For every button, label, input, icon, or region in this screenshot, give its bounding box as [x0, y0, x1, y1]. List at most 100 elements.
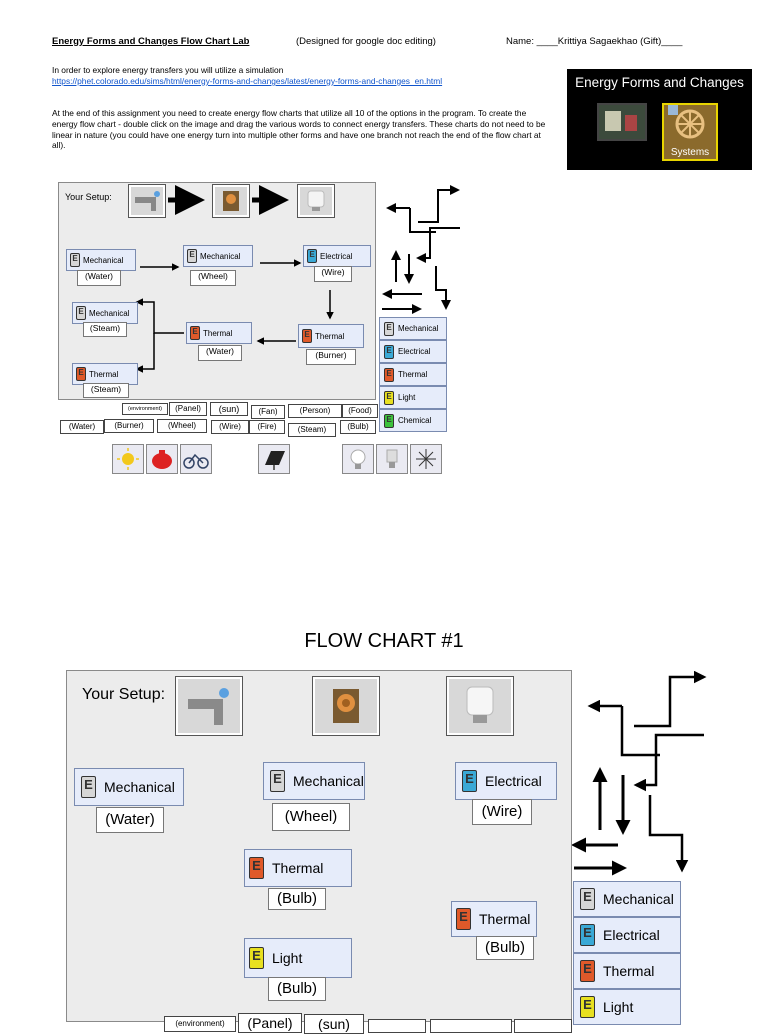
phet-link[interactable]: https://phet.colorado.edu/sims/html/ener… [52, 76, 443, 86]
template-node-mechanical-wheel[interactable]: E Mechanical [183, 245, 253, 267]
instructions-paragraph: At the end of this assignment you need t… [52, 108, 546, 151]
template-node-electrical-wire[interactable]: E Electrical [303, 245, 371, 267]
chip-panel[interactable]: (Panel) [169, 402, 207, 416]
flow1-node-light-bulb[interactable]: E Light [244, 938, 352, 978]
thermal-badge-icon: E [580, 960, 595, 982]
thermal-badge-icon: E [302, 329, 312, 343]
template-node-sub-steam[interactable]: (Steam) [83, 322, 127, 337]
light-badge-icon: E [580, 996, 595, 1018]
light-badge-icon: E [249, 947, 264, 969]
flow1-node-sub-water[interactable]: (Water) [96, 807, 164, 833]
mechanical-badge-icon: E [81, 776, 96, 798]
flow1-bulb-tile[interactable] [446, 676, 514, 736]
node-form: Thermal [89, 369, 119, 379]
flow1-node-thermal-bulb-1[interactable]: E Thermal [244, 849, 352, 887]
wheel-generator-tile[interactable] [212, 184, 250, 218]
generator-icon [223, 191, 239, 211]
flow1-chip-food[interactable] [514, 1019, 572, 1033]
electrical-badge-icon: E [384, 344, 394, 359]
flow1-node-electrical-wire[interactable]: E Electrical [455, 762, 557, 800]
flow1-node-mechanical-water[interactable]: E Mechanical [74, 768, 184, 806]
mechanical-badge-icon: E [270, 770, 285, 792]
chip-bulb[interactable]: (Bulb) [340, 420, 376, 434]
chip-person[interactable]: (Person) [288, 404, 342, 418]
chip-burner[interactable]: (Burner) [104, 419, 154, 433]
phet-link-wrap: https://phet.colorado.edu/sims/html/ener… [52, 76, 562, 87]
template-node-mechanical-steam[interactable]: E Mechanical [72, 302, 138, 324]
electrical-badge-icon: E [462, 770, 477, 792]
chip-environment[interactable]: (environment) [122, 403, 168, 415]
mechanical-badge-icon: E [580, 888, 595, 910]
flow1-chip-person[interactable] [430, 1019, 512, 1033]
chip-fan[interactable]: (Fan) [251, 405, 285, 419]
chip-wheel[interactable]: (Wheel) [157, 419, 207, 433]
template-node-sub-wheel[interactable]: (Wheel) [190, 270, 236, 286]
mechanical-badge-icon: E [76, 306, 86, 320]
template-setup-label: Your Setup: [65, 192, 112, 202]
sun-icon [117, 448, 139, 470]
node-form: Mechanical [200, 251, 241, 261]
block-icon [625, 115, 637, 131]
flow1-chip-panel[interactable]: (Panel) [238, 1013, 302, 1033]
chip-fire[interactable]: (Fire) [249, 420, 285, 434]
template-node-sub-steam-2[interactable]: (Steam) [83, 383, 129, 398]
systems-screen-icon[interactable]: Systems [662, 103, 718, 161]
phet-thumbnail[interactable]: Energy Forms and Changes Systems [567, 69, 752, 170]
solar-panel-tile[interactable] [258, 444, 290, 474]
generator-icon [333, 689, 359, 723]
flow1-node-sub-bulb-3[interactable]: (Bulb) [268, 977, 326, 1001]
flow1-node-sub-wire[interactable]: (Wire) [472, 799, 532, 825]
template-node-sub-wire[interactable]: (Wire) [314, 266, 352, 282]
chip-food[interactable]: (Food) [342, 404, 378, 418]
node-form: Light [272, 950, 303, 966]
flow1-setup-label: Your Setup: [82, 686, 166, 703]
faucet-tile[interactable] [128, 184, 166, 218]
chip-sun[interactable]: (sun) [210, 402, 248, 416]
template-node-thermal-burner[interactable]: E Thermal [298, 324, 364, 348]
fluorescent-bulb-tile[interactable] [376, 444, 408, 474]
chip-wire[interactable]: (Wire) [211, 420, 249, 434]
incandescent-bulb-tile[interactable] [342, 444, 374, 474]
thermal-badge-icon: E [456, 908, 471, 930]
flow1-chip-fan[interactable] [368, 1019, 426, 1033]
chip-steam[interactable]: (Steam) [288, 423, 336, 437]
sun-tile[interactable] [112, 444, 144, 474]
intro-screen-icon[interactable] [597, 103, 647, 141]
node-form: Mechanical [83, 255, 124, 265]
light-burst-tile[interactable] [410, 444, 442, 474]
flow1-node-thermal-bulb-2[interactable]: E Thermal [451, 901, 537, 937]
thermal-badge-icon: E [76, 367, 86, 381]
bulb-tile[interactable] [297, 184, 335, 218]
template-node-thermal-steam[interactable]: E Thermal [72, 363, 138, 385]
template-node-sub-burner[interactable]: (Burner) [306, 349, 356, 365]
teapot-tile[interactable] [146, 444, 178, 474]
template-node-sub-water-2[interactable]: (Water) [198, 345, 242, 361]
template-node-mechanical-water[interactable]: E Mechanical [66, 249, 136, 271]
flow1-chip-environment[interactable]: (environment) [164, 1016, 236, 1032]
flow1-node-sub-wheel[interactable]: (Wheel) [272, 803, 350, 831]
flow1-node-mechanical-wheel[interactable]: E Mechanical [263, 762, 365, 800]
node-form: Thermal [203, 328, 233, 338]
flow1-node-sub-bulb-1[interactable]: (Bulb) [268, 888, 326, 910]
flow1-chip-sun[interactable]: (sun) [304, 1014, 364, 1034]
template-node-thermal-water[interactable]: E Thermal [186, 322, 252, 344]
node-form: Mechanical [293, 773, 364, 789]
template-node-sub-water[interactable]: (Water) [77, 270, 121, 286]
flow1-wheel-generator-tile[interactable] [312, 676, 380, 736]
bicycle-tile[interactable] [180, 444, 212, 474]
chip-water[interactable]: (Water) [60, 420, 104, 434]
doc-note: (Designed for google doc editing) [296, 36, 436, 47]
flow1-faucet-tile[interactable] [175, 676, 243, 736]
light-badge-icon: E [384, 390, 394, 405]
flow1-node-sub-bulb-2[interactable]: (Bulb) [476, 936, 534, 960]
